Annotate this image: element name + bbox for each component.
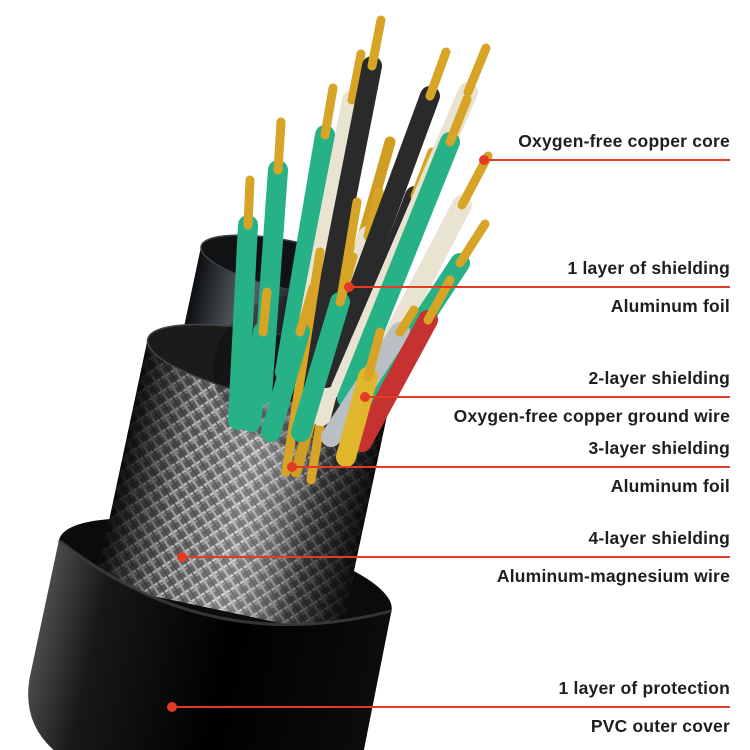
callout-shield-2-dot — [360, 392, 370, 402]
callout-protection-label-top: 1 layer of protection — [558, 678, 730, 698]
callout-shield-4-label-top: 4-layer shielding — [588, 528, 730, 548]
callout-shield-2: 2-layer shielding Oxygen-free copper gro… — [360, 366, 730, 428]
callout-shield-4-line — [177, 552, 730, 562]
callout-shield-3-label-top: 3-layer shielding — [588, 438, 730, 458]
callout-shield-1-dot — [344, 282, 354, 292]
callout-protection-line — [167, 702, 730, 712]
callout-shield-2-label-bottom: Oxygen-free copper ground wire — [453, 406, 730, 426]
green-wire — [241, 287, 273, 432]
callout-shield-2-label-top: 2-layer shielding — [588, 368, 730, 388]
callout-shield-3-line — [287, 462, 730, 472]
callout-shield-3-dot — [287, 462, 297, 472]
callout-shield-1-line — [344, 282, 730, 292]
callout-shield-4-dot — [177, 552, 187, 562]
callout-shield-4-label-bottom: Aluminum-magnesium wire — [496, 566, 730, 586]
black-wire — [302, 15, 386, 382]
callout-copper-core-dot — [479, 155, 489, 165]
wire-bundle — [228, 15, 493, 485]
callout-shield-1: 1 layer of shielding Aluminum foil — [344, 256, 730, 318]
callout-shield-3: 3-layer shielding Aluminum foil — [287, 436, 730, 498]
green-wire — [291, 252, 358, 442]
callout-protection-label-bottom: PVC outer cover — [590, 716, 730, 736]
green-wire — [337, 94, 472, 408]
black-wire — [316, 47, 451, 388]
green-wire — [261, 283, 318, 442]
callout-shield-2-line — [360, 392, 730, 402]
callout-protection: 1 layer of protection PVC outer cover — [167, 676, 730, 738]
callout-protection-dot — [167, 702, 177, 712]
pvc-jacket — [28, 539, 392, 750]
callout-copper-core-label: Oxygen-free copper core — [518, 131, 730, 151]
callout-shield-3-label-bottom: Aluminum foil — [610, 476, 730, 496]
callout-shield-1-label-bottom: Aluminum foil — [610, 296, 730, 316]
callout-copper-core-line — [479, 155, 730, 165]
callout-shield-1-label-top: 1 layer of shielding — [567, 258, 730, 278]
callout-copper-core: Oxygen-free copper core — [479, 129, 730, 165]
green-wire — [228, 175, 258, 430]
callout-shield-4: 4-layer shielding Aluminum-magnesium wir… — [177, 526, 730, 588]
yellow-wire — [336, 327, 385, 467]
